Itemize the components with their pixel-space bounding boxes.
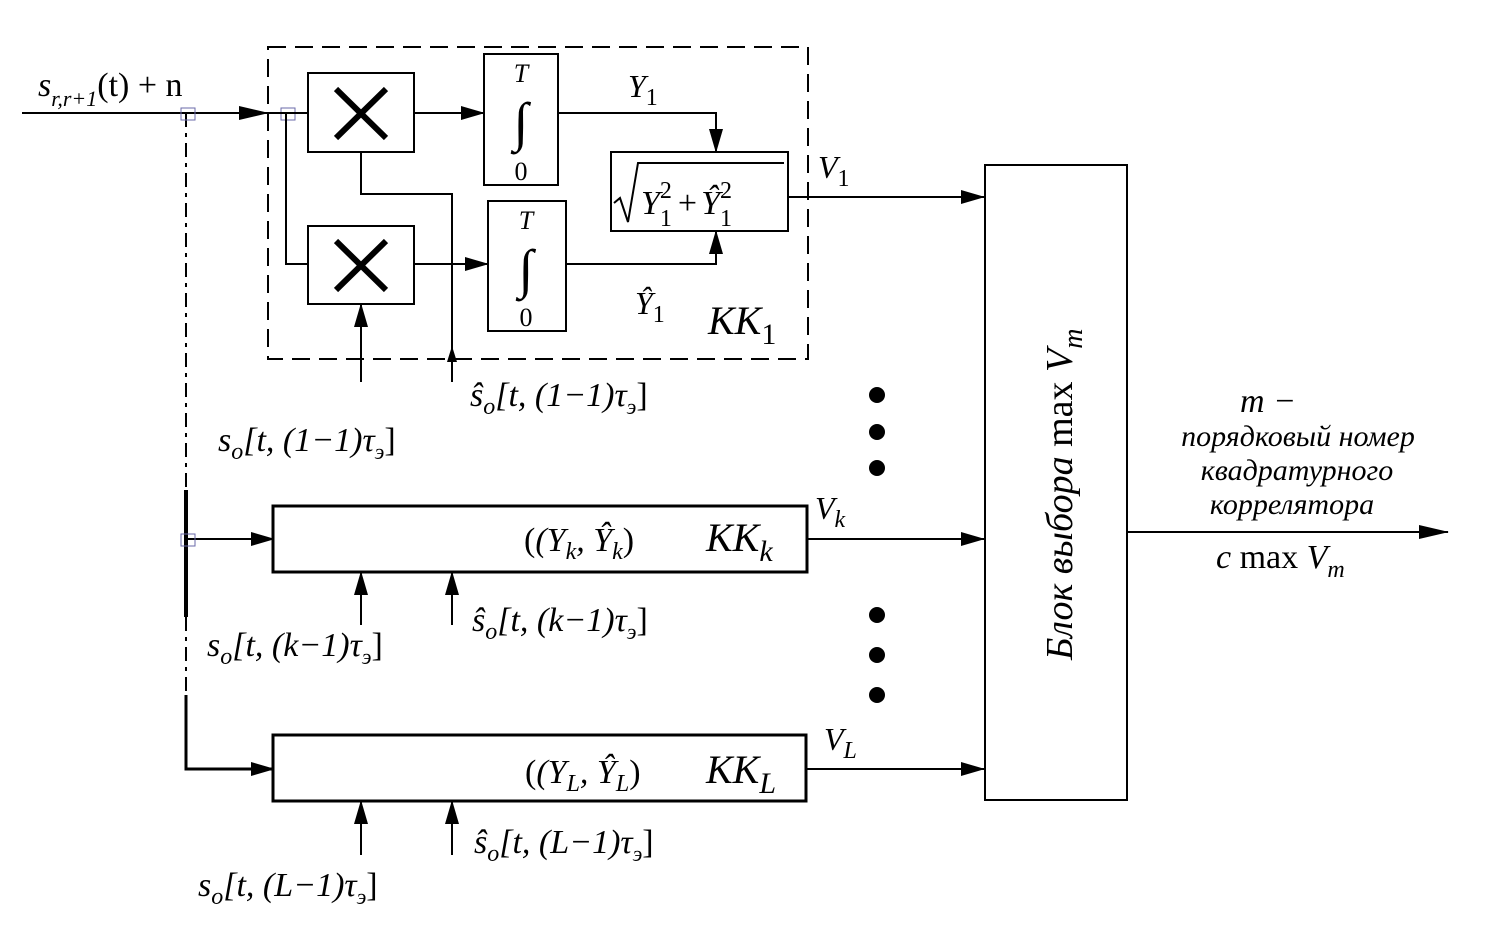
kkl-ref-shat-label: ŝo[t, (L−1)τэ] [474, 824, 654, 867]
ellipsis-dot [869, 607, 885, 623]
integrator-lower-limit: 0 [515, 157, 528, 186]
kkl-ref-s-label: so[t, (L−1)τэ] [198, 867, 378, 910]
input-label: sr,r+1(t) + n [38, 67, 183, 111]
y1-label: Y1 [628, 68, 658, 111]
output-line-4: коррелятора [1210, 488, 1374, 521]
junction-mark [180, 107, 196, 121]
kkl-label: KKL [705, 747, 776, 800]
kkk-pair-label: ((Yk, Ŷk) [524, 522, 634, 565]
ellipsis-lower [869, 607, 885, 703]
distribution-bus [180, 107, 275, 776]
multiply-icon [333, 86, 389, 141]
selector-label: Блок выбора max Vm [1039, 329, 1089, 661]
bus-to-kkl [184, 695, 275, 776]
output-line-1: m − [1240, 383, 1296, 420]
output-line-3: квадратурного [1201, 454, 1393, 487]
vl-label: VL [824, 721, 857, 764]
kkl-block: ((YL, ŶL) KKL so[t, (L−1)τэ] ŝo[t, (L−1)… [198, 733, 808, 910]
integral-icon: ∫ [516, 239, 537, 302]
input-signal: sr,r+1(t) + n [22, 67, 269, 120]
kk1-container [267, 46, 809, 360]
integrator-1 [483, 53, 559, 186]
kk1-split-line [285, 113, 308, 265]
kkk-ref-shat-label: ŝo[t, (k−1)τэ] [472, 602, 648, 645]
v1-label: V1 [818, 149, 850, 192]
kkk-box [271, 504, 809, 574]
ellipsis-dot [869, 424, 885, 440]
kkl-box [271, 733, 808, 803]
ellipsis-dot [869, 647, 885, 663]
ellipsis-dot [869, 387, 885, 403]
integrator-lower-limit: 0 [520, 303, 533, 332]
int1-to-sqrt [558, 112, 723, 153]
ref-shat-feed [360, 152, 453, 382]
yhat1-label: Ŷ1 [635, 285, 665, 328]
kkl-pair-label: ((YL, ŶL) [525, 754, 641, 797]
int2-to-sqrt [566, 230, 723, 265]
magnitude-block [610, 151, 789, 232]
multiply-icon [333, 238, 389, 293]
integral-icon: ∫ [511, 92, 532, 155]
integrator-2 [487, 200, 567, 332]
kkk-block: ((Yk, Ŷk) KKk so[t, (k−1)τэ] ŝo[t, (k−1)… [207, 504, 809, 670]
kkk-label: KKk [705, 515, 773, 568]
kk1-label: KK1 [707, 298, 776, 351]
max-selector-block: Блок выбора max Vm [984, 164, 1128, 801]
ellipsis-dot [869, 687, 885, 703]
ellipsis-dot [869, 460, 885, 476]
vk-label: Vk [815, 490, 846, 533]
ref-shat-arrowhead [447, 346, 457, 362]
output-line-2: порядковый номер [1181, 420, 1415, 453]
output-line-5: c max Vm [1216, 539, 1345, 583]
kk1-ref-s-label: so[t, (1−1)τэ] [218, 422, 396, 465]
junction-mark [180, 533, 196, 547]
ellipsis-upper [869, 387, 885, 476]
output-description: m − порядковый номер квадратурного корре… [1181, 383, 1415, 583]
selector-box [984, 164, 1128, 801]
integrator-upper-limit: T [519, 206, 535, 235]
kk1-ref-shat-label: ŝo[t, (1−1)τэ] [470, 377, 648, 420]
sqrt-icon [613, 162, 784, 223]
integrator-upper-limit: T [514, 59, 530, 88]
kkk-ref-s-label: so[t, (k−1)τэ] [207, 627, 383, 670]
